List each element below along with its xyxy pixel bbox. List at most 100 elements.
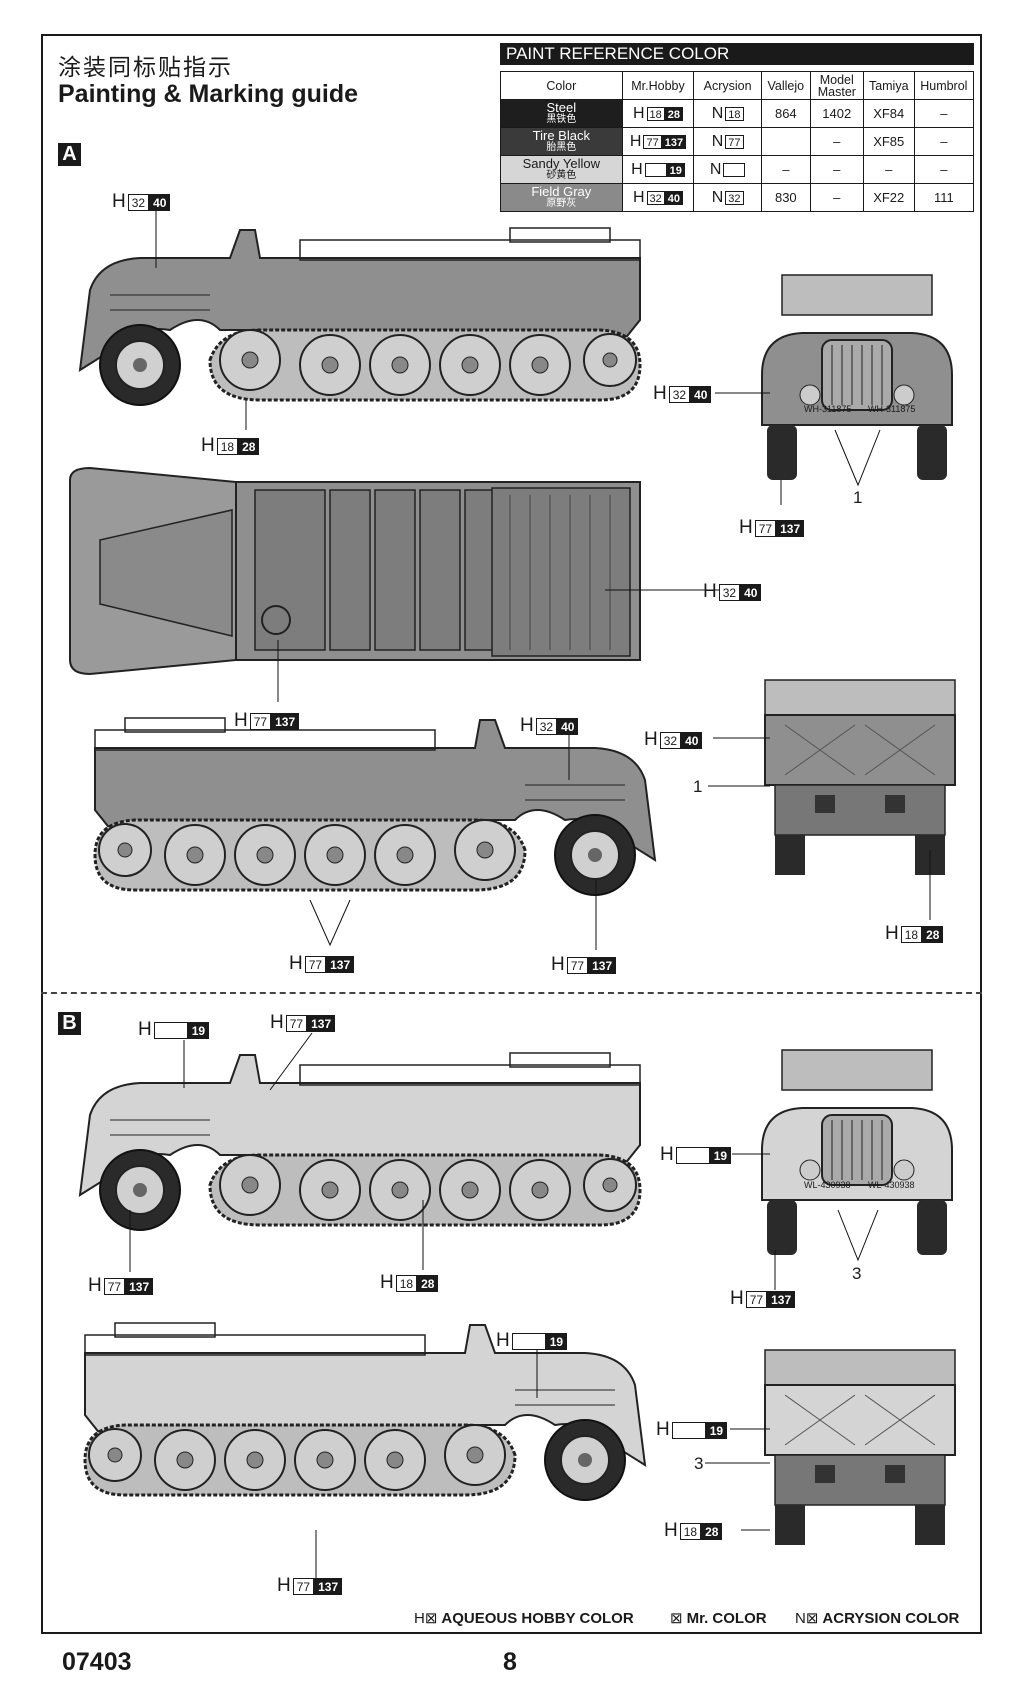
decal-number-3: 3: [852, 1264, 862, 1283]
side-view-b-left: [78, 1051, 642, 1232]
title-english: Painting & Marking guide: [58, 80, 359, 108]
code-18: 18: [900, 925, 923, 943]
code-32: 32: [535, 717, 558, 735]
legend-m-text: Mr. COLOR: [686, 1609, 767, 1627]
color-name: Sandy Yellow: [522, 155, 600, 171]
legend-aqueous: H⊠AQUEOUS HOBBY COLOR: [414, 1609, 634, 1628]
n-code: [723, 162, 746, 177]
code-32: 32: [659, 731, 682, 749]
color-name: Steel: [546, 99, 577, 115]
section-a-badge: A: [58, 143, 81, 166]
section-divider: [41, 992, 982, 994]
h-prefix: H: [270, 1012, 284, 1033]
code-18: 18: [216, 437, 239, 455]
paint-reference-table: PAINT REFERENCE COLOR Color Mr.Hobby Acr…: [500, 43, 975, 212]
col-mrhobby: Mr.Hobby: [621, 71, 695, 100]
h-prefix: H: [496, 1330, 510, 1351]
code-77: 77: [249, 712, 272, 730]
code-77: 77: [304, 955, 327, 973]
code-blank: [675, 1146, 710, 1164]
section-b-badge: B: [58, 1012, 81, 1035]
code-18: 18: [679, 1522, 702, 1540]
h-code: 18: [646, 106, 665, 121]
color-name-cn: 胎黑色: [546, 141, 577, 153]
humbrol-cell: 111: [913, 183, 975, 212]
h-prefix: H: [631, 160, 643, 178]
decal-number-1: 1: [853, 488, 863, 507]
callout-sandy-yellow: H 19: [496, 1330, 568, 1352]
paint-table: Color Mr.Hobby Acrysion Vallejo Model Ma…: [500, 71, 975, 212]
code-137: 137: [776, 519, 805, 537]
code-28: 28: [417, 1274, 439, 1292]
paint-reference-heading: PAINT REFERENCE COLOR: [500, 43, 974, 65]
code-32: 32: [668, 385, 691, 403]
color-name-cn: 黑铁色: [546, 113, 577, 125]
h-prefix: H: [644, 729, 658, 750]
code-77: 77: [285, 1014, 308, 1032]
code-137: 137: [314, 1577, 343, 1595]
col-model-master-label: Model Master: [817, 72, 856, 99]
model-master-cell: –: [809, 183, 864, 212]
legend-n-text: ACRYSION COLOR: [822, 1609, 960, 1627]
rear-view-a: [764, 679, 956, 876]
product-code: 07403: [62, 1648, 132, 1676]
n-prefix: N: [709, 160, 722, 178]
h-prefix: H: [664, 1520, 678, 1541]
legend-acrysion: N⊠ACRYSION COLOR: [795, 1609, 960, 1628]
h-prefix: H: [289, 953, 303, 974]
code-19: 19: [709, 1146, 732, 1164]
color-name-cn: 砂黄色: [546, 169, 577, 181]
h-prefix: H: [703, 581, 717, 602]
code-137: 137: [326, 955, 355, 973]
h-prefix: H: [660, 1144, 674, 1165]
h-prefix: H: [632, 188, 645, 206]
code-137: 137: [588, 956, 617, 974]
legend-n-symbol: N⊠: [795, 1610, 819, 1627]
model-master-cell: –: [809, 155, 864, 184]
plate-a-left: WH-311875: [804, 404, 852, 414]
code-40: 40: [149, 193, 171, 211]
n-code: 77: [725, 134, 744, 149]
color-name: Tire Black: [532, 127, 590, 143]
legend-h-symbol: H⊠: [414, 1610, 438, 1627]
code-40: 40: [557, 717, 579, 735]
h-prefix: H: [739, 517, 753, 538]
page-frame: [41, 34, 982, 1634]
h-prefix: H: [380, 1272, 394, 1293]
tamiya-cell: XF85: [862, 127, 915, 156]
code-77: 77: [103, 1277, 126, 1295]
code-19: 19: [545, 1332, 568, 1350]
front-view-a: [761, 274, 953, 481]
h-code-2: 28: [664, 106, 684, 121]
code-28: 28: [922, 925, 944, 943]
rear-view-b: [764, 1349, 956, 1546]
h-prefix: H: [551, 954, 565, 975]
h-prefix: H: [277, 1575, 291, 1596]
h-prefix: H: [88, 1275, 102, 1296]
plate-a-right: WH-311875: [868, 404, 916, 414]
code-blank: [153, 1021, 188, 1039]
h-prefix: H: [885, 923, 899, 944]
plate-b-right: WL-430938: [868, 1180, 915, 1190]
n-code: 32: [725, 190, 744, 205]
